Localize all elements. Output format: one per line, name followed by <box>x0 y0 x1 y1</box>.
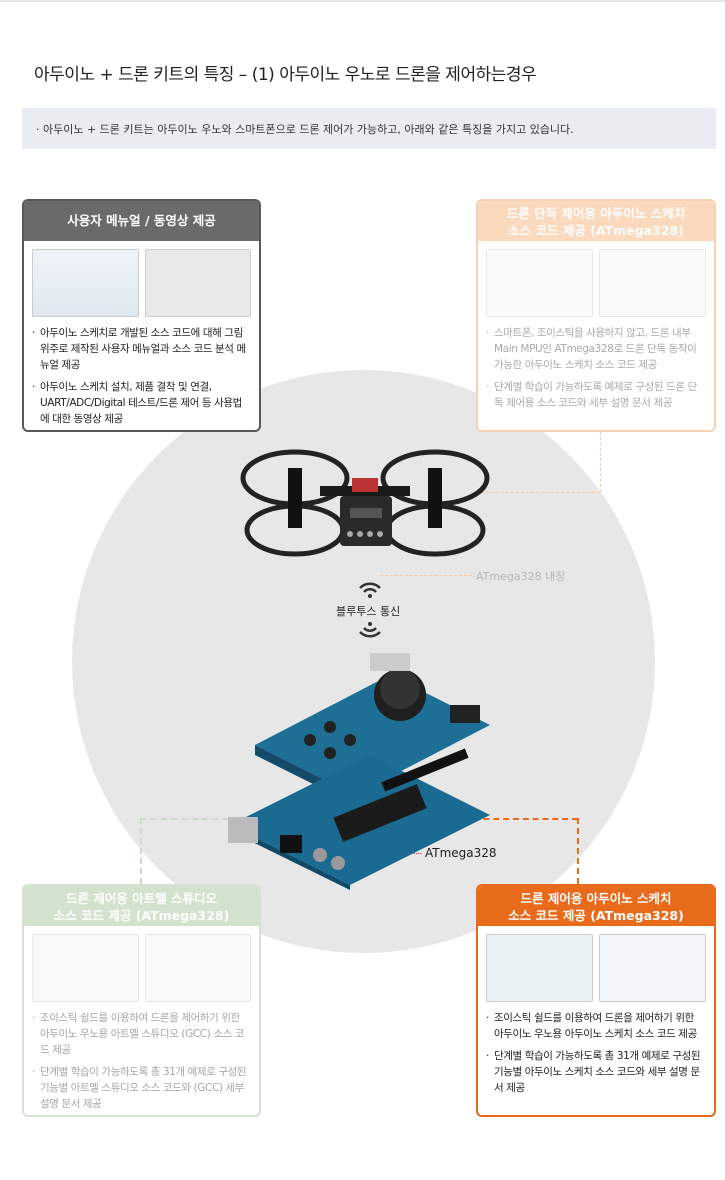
bluetooth-label: 블루투스 통신 <box>336 605 401 618</box>
card-atmel-item: 조이스틱 쉴드를 이용하여 드론을 제어하기 위한 아두이노 우노용 아트멜 스… <box>32 1010 249 1058</box>
card-user-manual-item: 아두이노 스케치로 개발된 소스 코드에 대해 그림 위주로 제작된 사용자 메… <box>32 325 249 373</box>
atmega-label: ATmega328 <box>425 846 497 860</box>
connector-smart <box>600 432 601 492</box>
card-user-manual: 사용자 메뉴얼 / 동영상 제공 아두이노 스케치로 개발된 소스 코드에 대해… <box>22 199 261 432</box>
connector-studio-h <box>140 818 260 820</box>
drone-illustration <box>240 449 490 557</box>
arduino-board-illustration <box>228 653 490 890</box>
arduino-code-thumbnail <box>599 934 706 1002</box>
arduino-ide-thumbnail <box>486 934 593 1002</box>
connector-smart-h <box>470 492 600 493</box>
card-standalone-title-2: 소스 코드 제공 (ATmega328) <box>508 223 684 238</box>
card-arduino-title-2: 소스 코드 제공 (ATmega328) <box>508 908 684 923</box>
card-atmel-title-2: 소스 코드 제공 (ATmega328) <box>53 908 230 923</box>
card-atmel-studio: 드론 제어용 아트멜 스튜디오 소스 코드 제공 (ATmega328) 조이스… <box>22 884 261 1117</box>
card-standalone-item: 단계별 학습이 가능하도록 예제로 구성된 드론 단독 제어용 소스 코드와 세… <box>486 379 704 411</box>
code-thumbnail <box>599 249 706 317</box>
connector-arduino-v <box>577 818 579 884</box>
atmel-studio-logo-thumbnail <box>32 934 139 1002</box>
card-user-manual-item: 아두이노 스케치 설치, 제품 결착 및 연결, UART/ADC/Digita… <box>32 379 249 427</box>
card-arduino-item: 단계별 학습이 가능하도록 총 31개 예제로 구성된 기능별 아두이노 스케치… <box>486 1048 704 1096</box>
page-title: 아두이노 + 드론 키트의 특징 – (1) 아두이노 우노로 드론을 제어하는… <box>34 65 537 85</box>
wifi-down-icon <box>359 622 381 638</box>
card-atmel-title-1: 드론 제어용 아트멜 스튜디오 <box>65 891 218 906</box>
card-standalone-sketch: 드론 단독 제어용 아두이노 스케치 소스 코드 제공 (ATmega328) … <box>476 199 716 432</box>
wifi-up-icon <box>359 582 381 598</box>
card-user-manual-title: 사용자 메뉴얼 / 동영상 제공 <box>24 201 259 241</box>
intro-banner: · 아두이노 + 드론 키트는 아두이노 우노와 스마트폰으로 드론 제어가 가… <box>22 108 716 149</box>
video-thumbnail <box>144 249 251 317</box>
connector-inside <box>380 575 472 576</box>
card-arduino-sketch: 드론 제어용 아두이노 스케치 소스 코드 제공 (ATmega328) 조이스… <box>476 884 716 1117</box>
connector-studio <box>140 818 142 884</box>
card-standalone-title-1: 드론 단독 제어용 아두이노 스케치 <box>506 206 686 221</box>
card-arduino-title-1: 드론 제어용 아두이노 스케치 <box>520 891 672 906</box>
top-rule <box>0 0 725 2</box>
card-arduino-item: 조이스틱 쉴드를 이용하여 드론을 제어하기 위한 아두이노 우노용 아두이노 … <box>486 1010 704 1042</box>
manual-thumbnail <box>32 249 139 317</box>
atmega-inside-label: ATmega328 내장 <box>476 570 566 583</box>
sketch-thumbnail <box>486 249 593 317</box>
connector-arduino-h <box>395 818 578 820</box>
card-standalone-item: 스마트폰, 조이스틱을 사용하지 않고, 드론 내부 Main MPU인 ATm… <box>486 325 704 373</box>
atmel-code-thumbnail <box>144 934 251 1002</box>
card-atmel-item: 단계별 학습이 가능하도록 총 31개 예제로 구성된 기능별 아트멜 스튜디오… <box>32 1064 249 1112</box>
